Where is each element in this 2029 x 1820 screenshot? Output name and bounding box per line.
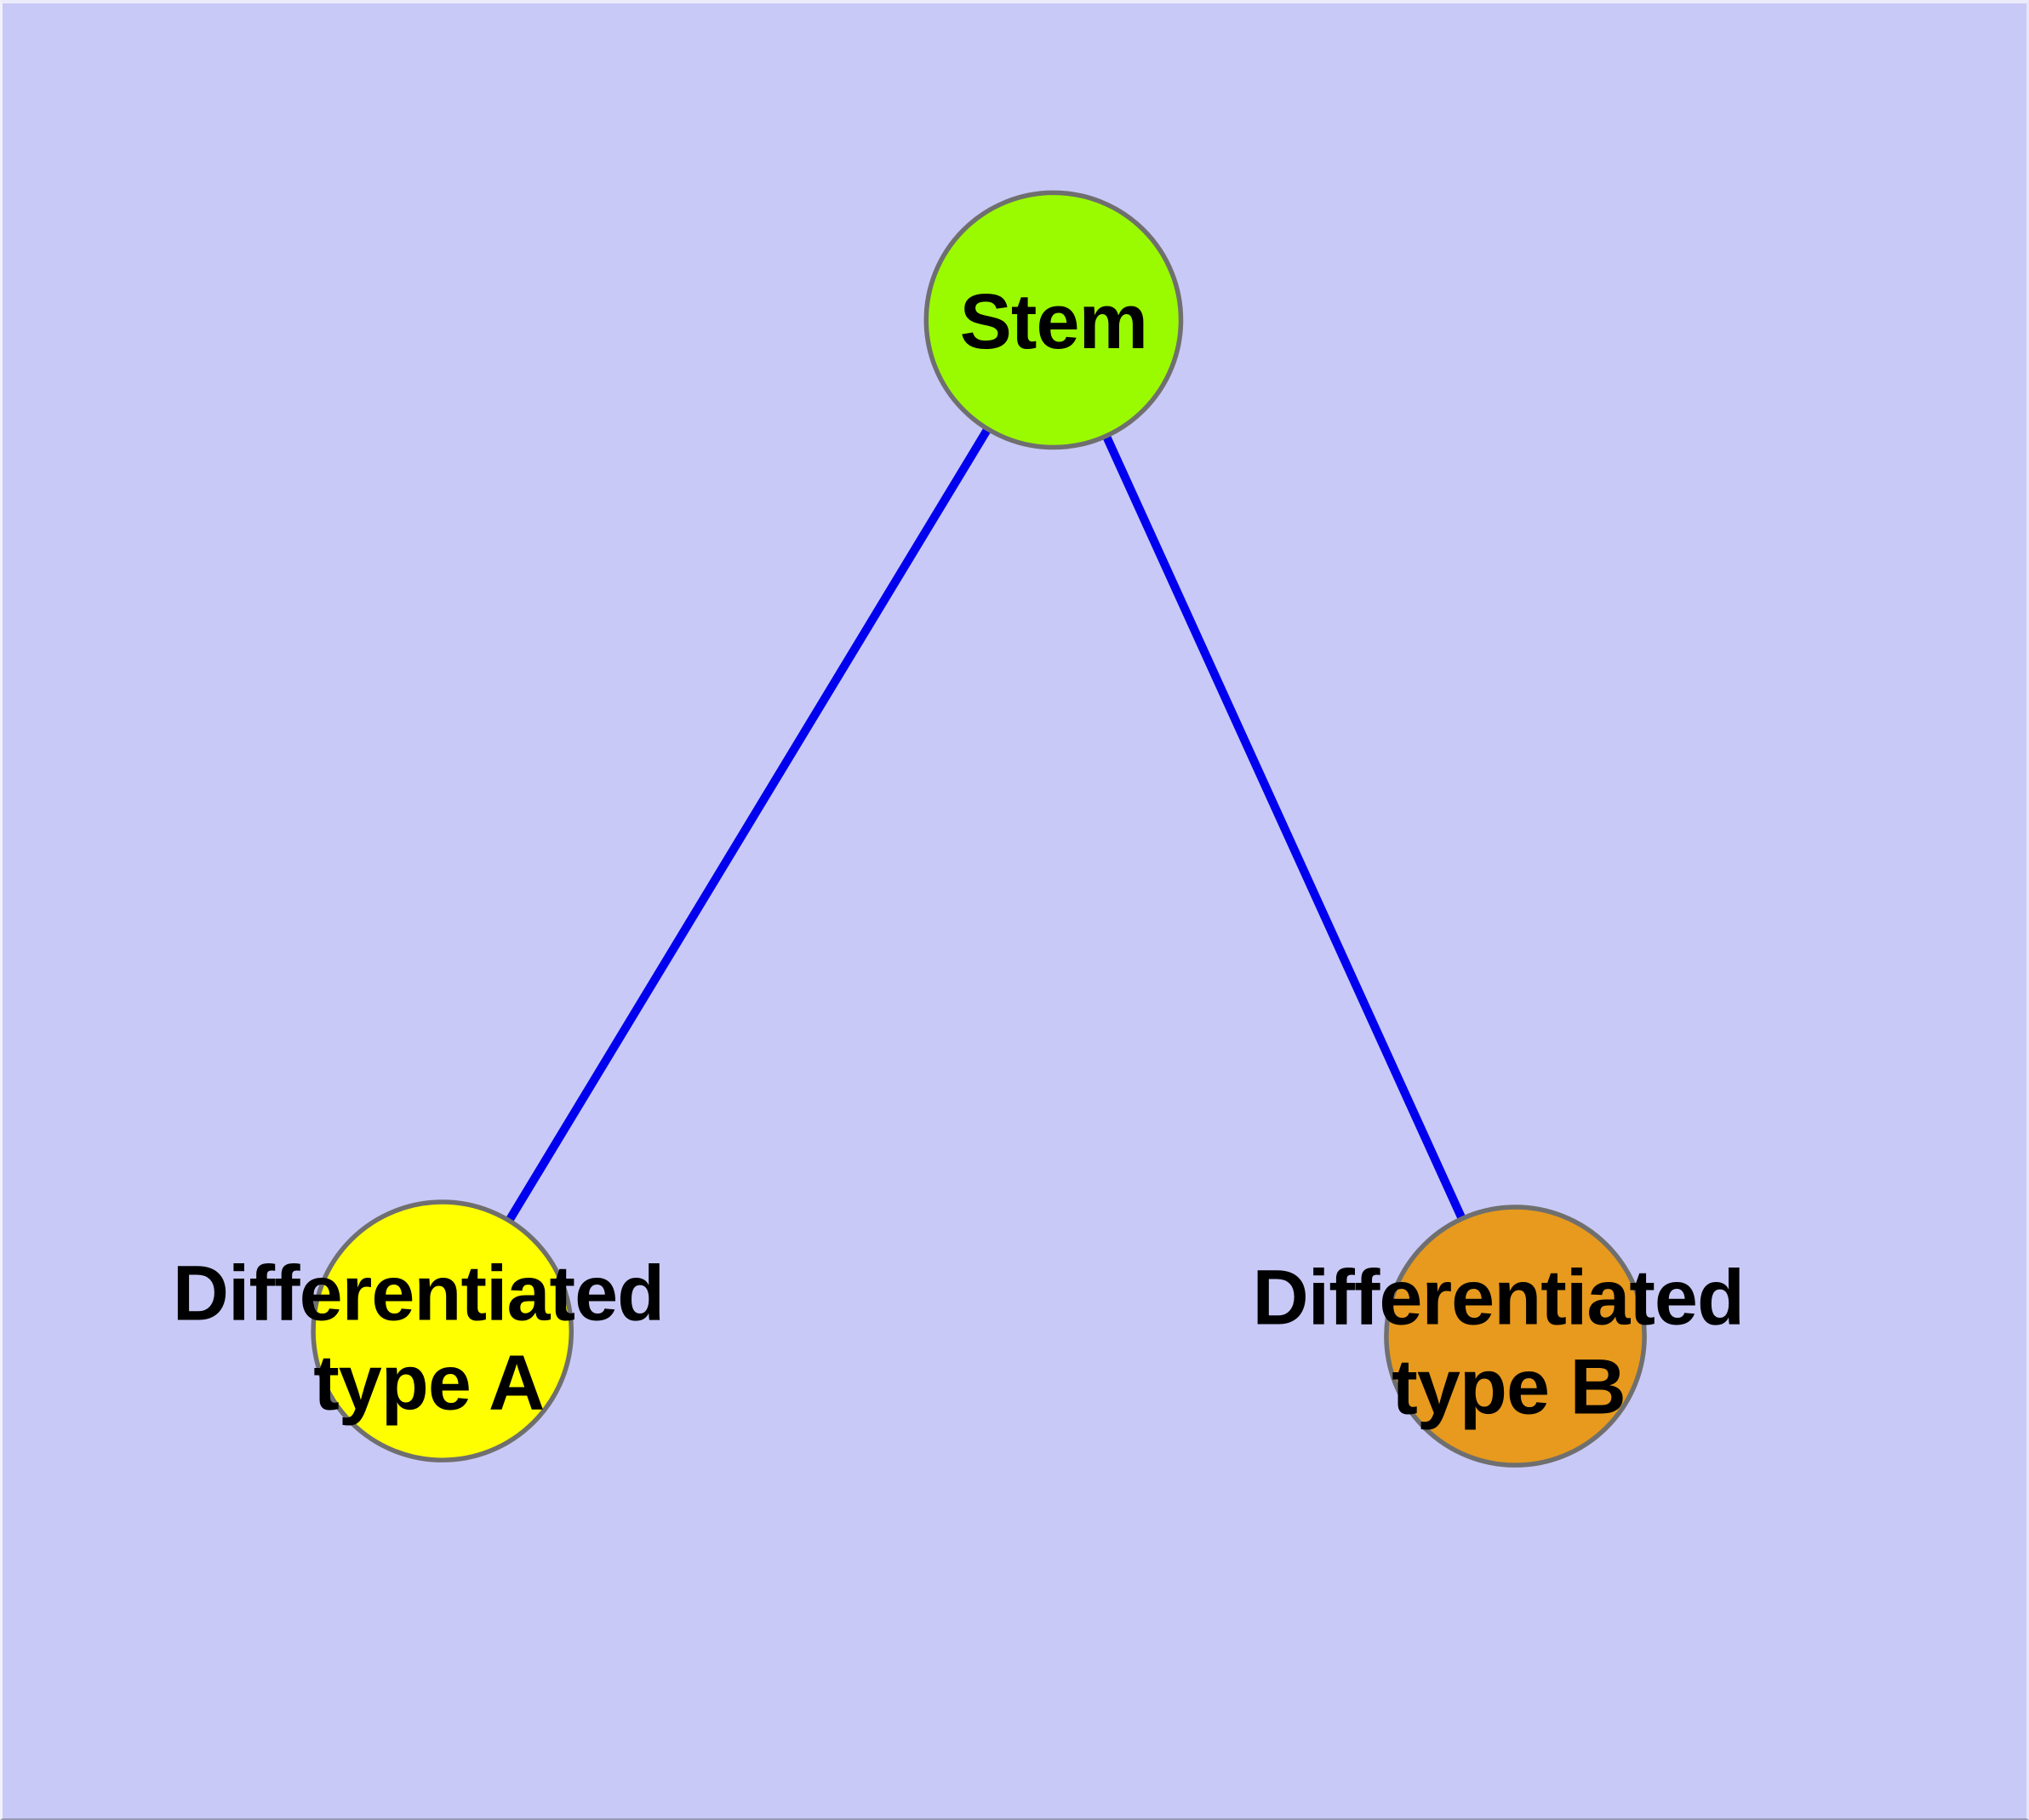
node-differentiated-type-b-label-line2: type B [1392,1343,1625,1430]
node-differentiated-type-a-label-line2: type A [313,1339,544,1426]
node-differentiated-type-b-label-line1: Differentiated [1253,1255,1744,1342]
node-stem-circle[interactable] [923,190,1184,450]
cell-lineage-graph: Stem Differentiated type A Differentiate… [3,3,2026,1818]
node-differentiated-type-b-circle[interactable] [1384,1205,1647,1468]
node-differentiated-type-b-label: Differentiated type B [1253,1255,1765,1431]
edge-stem-to-type-b [1049,318,1520,1338]
node-differentiated-type-a-label: Differentiated type A [173,1251,685,1427]
node-differentiated-type-a-label-line1: Differentiated [173,1251,664,1337]
node-differentiated-type-a-circle[interactable] [311,1199,574,1462]
edge-stem-to-type-a [438,318,1058,1334]
node-stem-label: Stem [960,278,1147,365]
